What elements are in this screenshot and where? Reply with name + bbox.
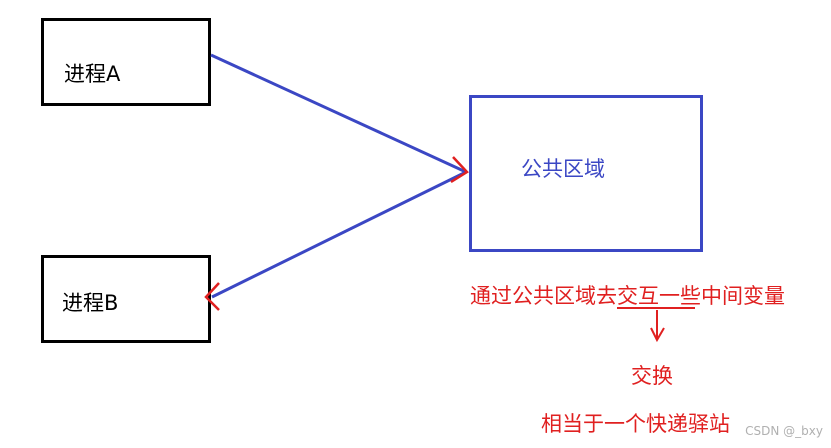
arrow-shared-to-b [211,170,467,299]
process-b-label: 进程B [62,291,119,315]
shared-region-label: 公共区域 [521,157,605,181]
arrow-a-to-shared [210,53,467,174]
process-a-label: 进程A [64,62,121,86]
interaction-note: 通过公共区域去交互一些中间变量 [470,284,785,308]
relay-station-label: 相当于一个快递驿站 [541,412,730,436]
watermark: CSDN @_bxy [745,424,823,438]
process-a-box [41,18,211,106]
arrowhead-at-process-b [204,282,220,311]
down-arrow-head [650,327,665,343]
arrowhead-at-shared [450,156,469,184]
exchange-label: 交换 [631,364,673,388]
shared-region-box [469,95,703,252]
